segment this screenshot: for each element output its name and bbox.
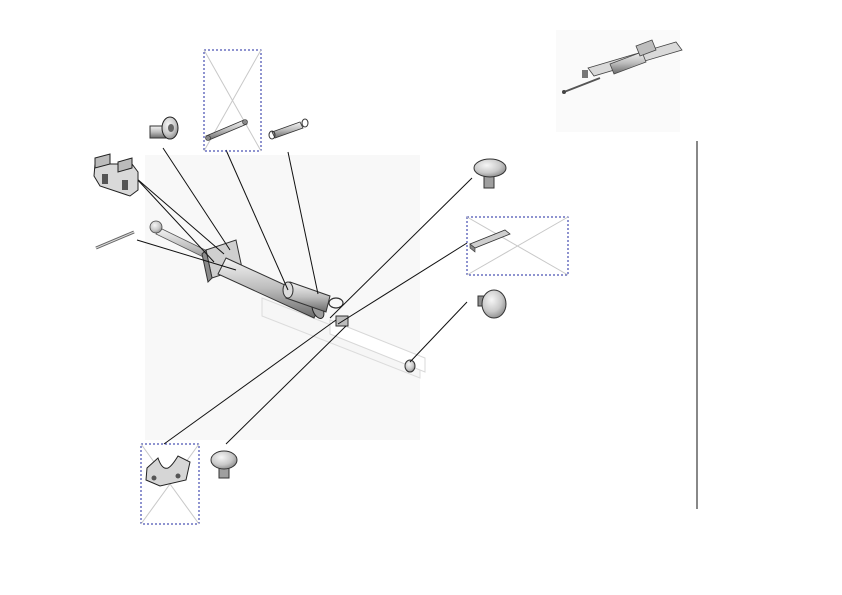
leader-bushing — [162, 147, 231, 251]
flanged-bushing — [149, 116, 179, 140]
ghost-assembly-background — [145, 155, 426, 440]
leader-pin — [136, 239, 237, 271]
leader-clip — [337, 242, 468, 325]
leader-bracket-a — [135, 177, 225, 255]
leader-knob-bottom — [225, 325, 347, 445]
mushroom-knob-middle — [477, 289, 507, 319]
leader-tension-spring — [287, 151, 319, 295]
leader-lines — [135, 147, 473, 445]
leader-knob-top — [329, 177, 473, 319]
tension-spring — [268, 118, 309, 140]
spring-assembly-frame — [203, 49, 262, 152]
slide-rail-clip-frame — [466, 216, 569, 276]
overview-thumbnail — [556, 30, 683, 132]
leader-fork-bracket — [163, 319, 337, 445]
mushroom-knob-top — [473, 158, 507, 189]
spring-assembly — [205, 119, 248, 141]
retaining-pin — [95, 230, 135, 250]
slide-rail-clip — [469, 229, 511, 253]
leader-knob-middle — [409, 301, 468, 363]
mounting-bracket — [93, 153, 139, 197]
fork-bracket — [145, 455, 191, 487]
leader-bracket-b — [135, 177, 215, 263]
mushroom-knob-bottom — [210, 450, 238, 479]
leader-spring-assembly — [225, 149, 289, 291]
fork-bracket-frame — [140, 443, 200, 525]
